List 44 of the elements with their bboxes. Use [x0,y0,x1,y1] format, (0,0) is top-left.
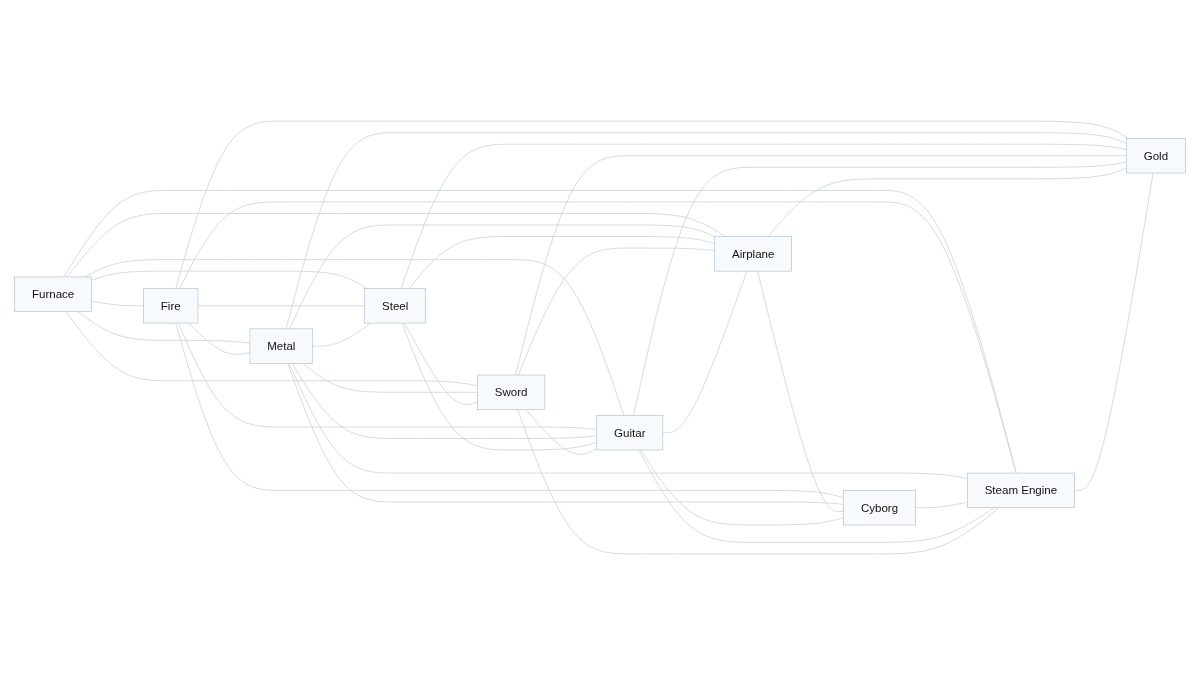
connector [517,247,716,376]
connector [915,501,968,509]
connector [312,322,372,347]
connector [285,132,1127,330]
node-box: Furnace [14,276,92,312]
node-box: Cyborg [843,490,916,526]
connector [65,311,478,387]
connector [1074,172,1154,491]
node-box: Metal [249,328,314,364]
connector [175,120,1129,289]
connector [188,322,251,355]
connector [640,449,844,526]
node-box: Fire [143,288,199,324]
connector [91,300,144,307]
connector [401,322,598,451]
node-box: Sword [477,374,546,410]
connector [175,322,844,499]
connector [63,190,1017,474]
connector [179,201,1017,474]
connector [638,449,995,543]
connector [177,322,598,430]
connector [408,236,716,289]
connector [633,161,1127,416]
connector [288,363,968,480]
connector [76,311,251,344]
node-box: Airplane [714,236,792,272]
connector [525,409,598,455]
connector [302,363,478,393]
node-box: Steel [364,288,426,324]
connector [767,167,1127,237]
connector [662,270,748,434]
connector [517,409,1000,555]
node-box: Steam Engine [967,472,1075,508]
connector [287,363,844,505]
connector [289,224,716,330]
connector [91,270,368,289]
connector [404,322,478,405]
node-box: Gold [1126,138,1186,174]
connector [757,270,844,512]
connector [66,213,726,278]
connector [400,143,1127,289]
node-box: Guitar [596,415,664,451]
connector [291,363,598,439]
connector [515,155,1127,376]
